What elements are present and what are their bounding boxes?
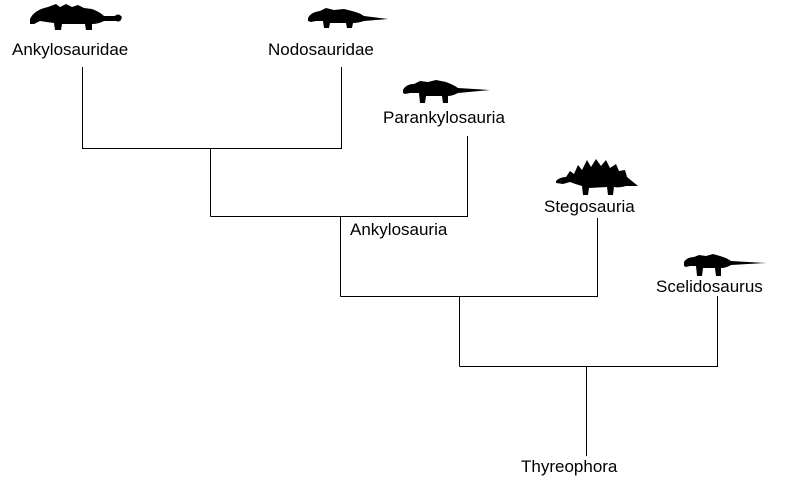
taxon-label-parankylosauria: Parankylosauria xyxy=(383,108,505,128)
branch-ankylosauridae-nodosauridae xyxy=(83,67,342,149)
taxon-label-stegosauria: Stegosauria xyxy=(544,197,635,217)
clade-label-ankylosauria: Ankylosauria xyxy=(350,220,447,240)
nodosaurid-silhouette-icon xyxy=(308,8,388,28)
ankylosaurid-silhouette-icon xyxy=(30,4,122,30)
scelidosaurus-silhouette-icon xyxy=(684,254,766,276)
branch-scelidosaurus xyxy=(460,296,718,367)
taxon-label-scelidosaurus: Scelidosaurus xyxy=(656,277,763,297)
stegosaur-silhouette-icon xyxy=(556,159,638,195)
taxon-label-ankylosauridae: Ankylosauridae xyxy=(12,40,128,60)
taxon-label-nodosauridae: Nodosauridae xyxy=(268,40,374,60)
clade-label-thyreophora: Thyreophora xyxy=(521,457,617,477)
parankylosaur-silhouette-icon xyxy=(403,80,490,103)
